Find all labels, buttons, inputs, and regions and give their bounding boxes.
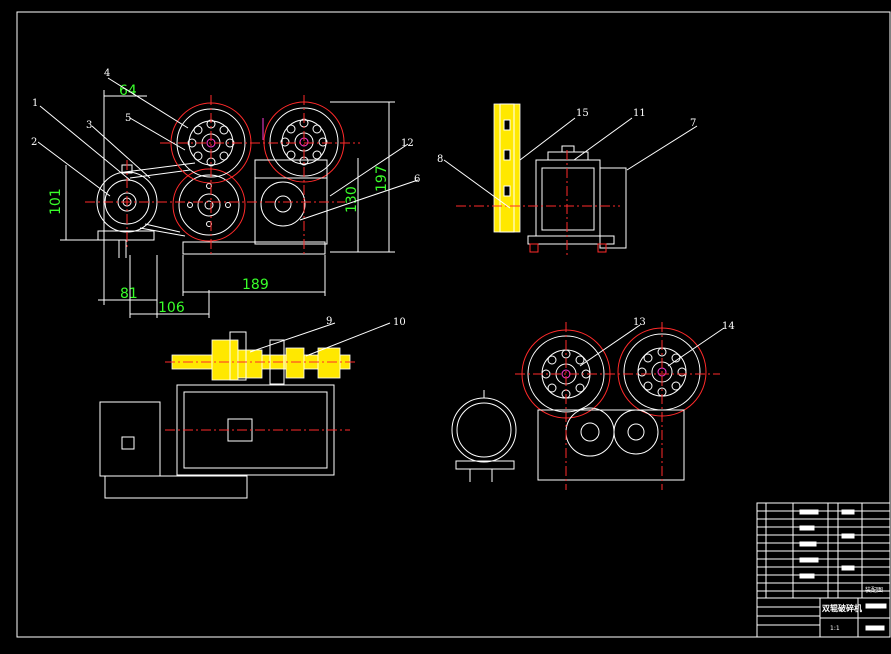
part-label-12: 12 — [401, 138, 414, 149]
front-view: 64 101 197 130 189 81 106 1 2 3 4 5 12 6 — [31, 68, 420, 318]
drawing-frame — [16, 11, 891, 638]
part-label-6: 6 — [414, 174, 420, 185]
rear-view: 13 14 — [451, 317, 735, 490]
dim-189: 189 — [242, 277, 269, 293]
part-label-9: 9 — [326, 316, 332, 327]
belt-lower — [139, 227, 186, 237]
part-label-5: 5 — [125, 113, 131, 124]
rear-motor — [451, 397, 517, 463]
part-label-8: 8 — [437, 154, 443, 165]
title-block-scale: 1:1 — [830, 625, 840, 632]
dim-130: 130 — [344, 186, 360, 213]
dim-81: 81 — [120, 286, 138, 302]
title-block: 双辊破碎机 装配图 1:1 — [756, 502, 891, 638]
part-label-2: 2 — [31, 137, 37, 148]
part-label-11: 11 — [633, 108, 646, 119]
title-block-main: 双辊破碎机 — [822, 603, 862, 613]
part-label-10: 10 — [393, 317, 406, 328]
top-view: 9 10 — [99, 316, 406, 499]
part-label-4: 4 — [104, 68, 110, 79]
title-block-drawing-label: 装配图 — [865, 586, 883, 594]
side-view: 15 11 7 8 — [437, 103, 698, 258]
belt-upper — [124, 162, 196, 173]
part-label-14: 14 — [722, 321, 735, 332]
motor-top — [99, 401, 161, 477]
part-label-13: 13 — [633, 317, 646, 328]
dim-101: 101 — [48, 188, 64, 215]
motor-body-side — [535, 159, 601, 237]
part-label-1: 1 — [32, 98, 38, 109]
driven-pulley — [172, 168, 246, 242]
dim-197: 197 — [374, 165, 390, 192]
dim-106: 106 — [158, 300, 185, 316]
part-label-15: 15 — [576, 108, 589, 119]
base-frame — [182, 241, 326, 255]
part-label-7: 7 — [690, 118, 696, 129]
part-label-3: 3 — [86, 120, 92, 131]
